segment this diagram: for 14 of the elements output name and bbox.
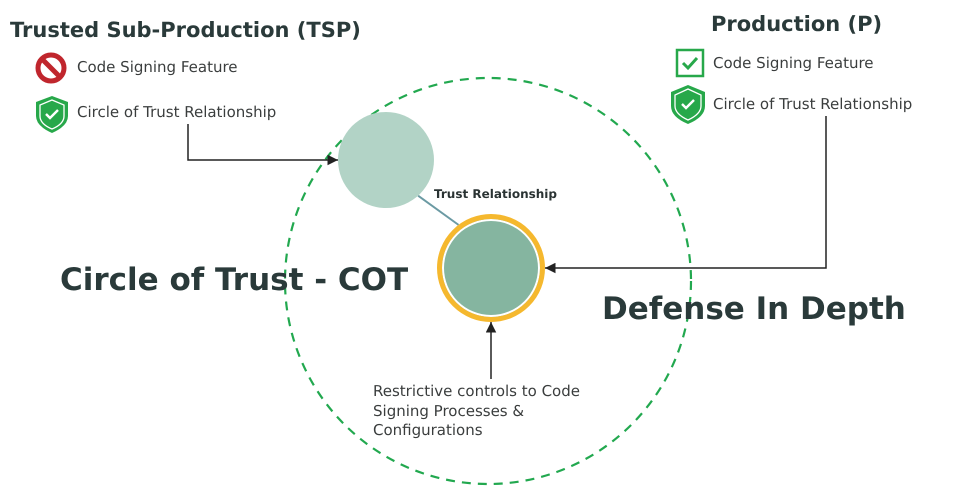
note-text: Restrictive controls to Code Signing Processes & Configurations: [373, 382, 608, 440]
arrow: [187, 124, 338, 166]
region-heading: Defense In Depth: [602, 291, 906, 327]
arrow: [545, 116, 827, 274]
section-heading: Production (P): [711, 12, 882, 36]
region-heading: Circle of Trust - COT: [60, 262, 408, 298]
feature-label: Code Signing Feature: [77, 58, 238, 76]
edge-label: Trust Relationship: [432, 187, 559, 201]
feature-label: Code Signing Feature: [713, 54, 874, 72]
section-heading: Trusted Sub-Production (TSP): [10, 18, 361, 42]
feature-label: Circle of Trust Relationship: [77, 103, 276, 121]
connector-line: [418, 194, 460, 226]
feature-label: Circle of Trust Relationship: [713, 95, 912, 113]
arrow: [486, 322, 496, 379]
